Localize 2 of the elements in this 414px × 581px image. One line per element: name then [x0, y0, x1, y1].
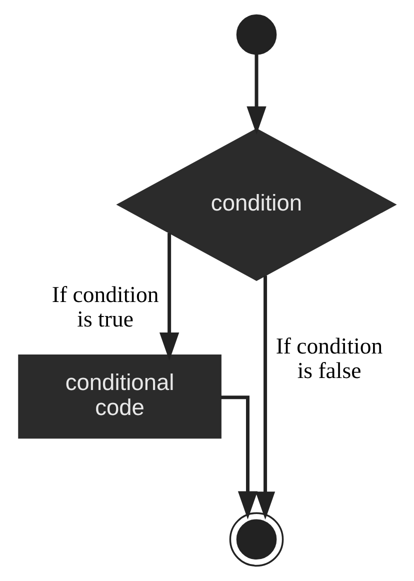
edge-label: If condition is true	[52, 282, 159, 332]
edge-label: If condition is false	[276, 334, 383, 384]
